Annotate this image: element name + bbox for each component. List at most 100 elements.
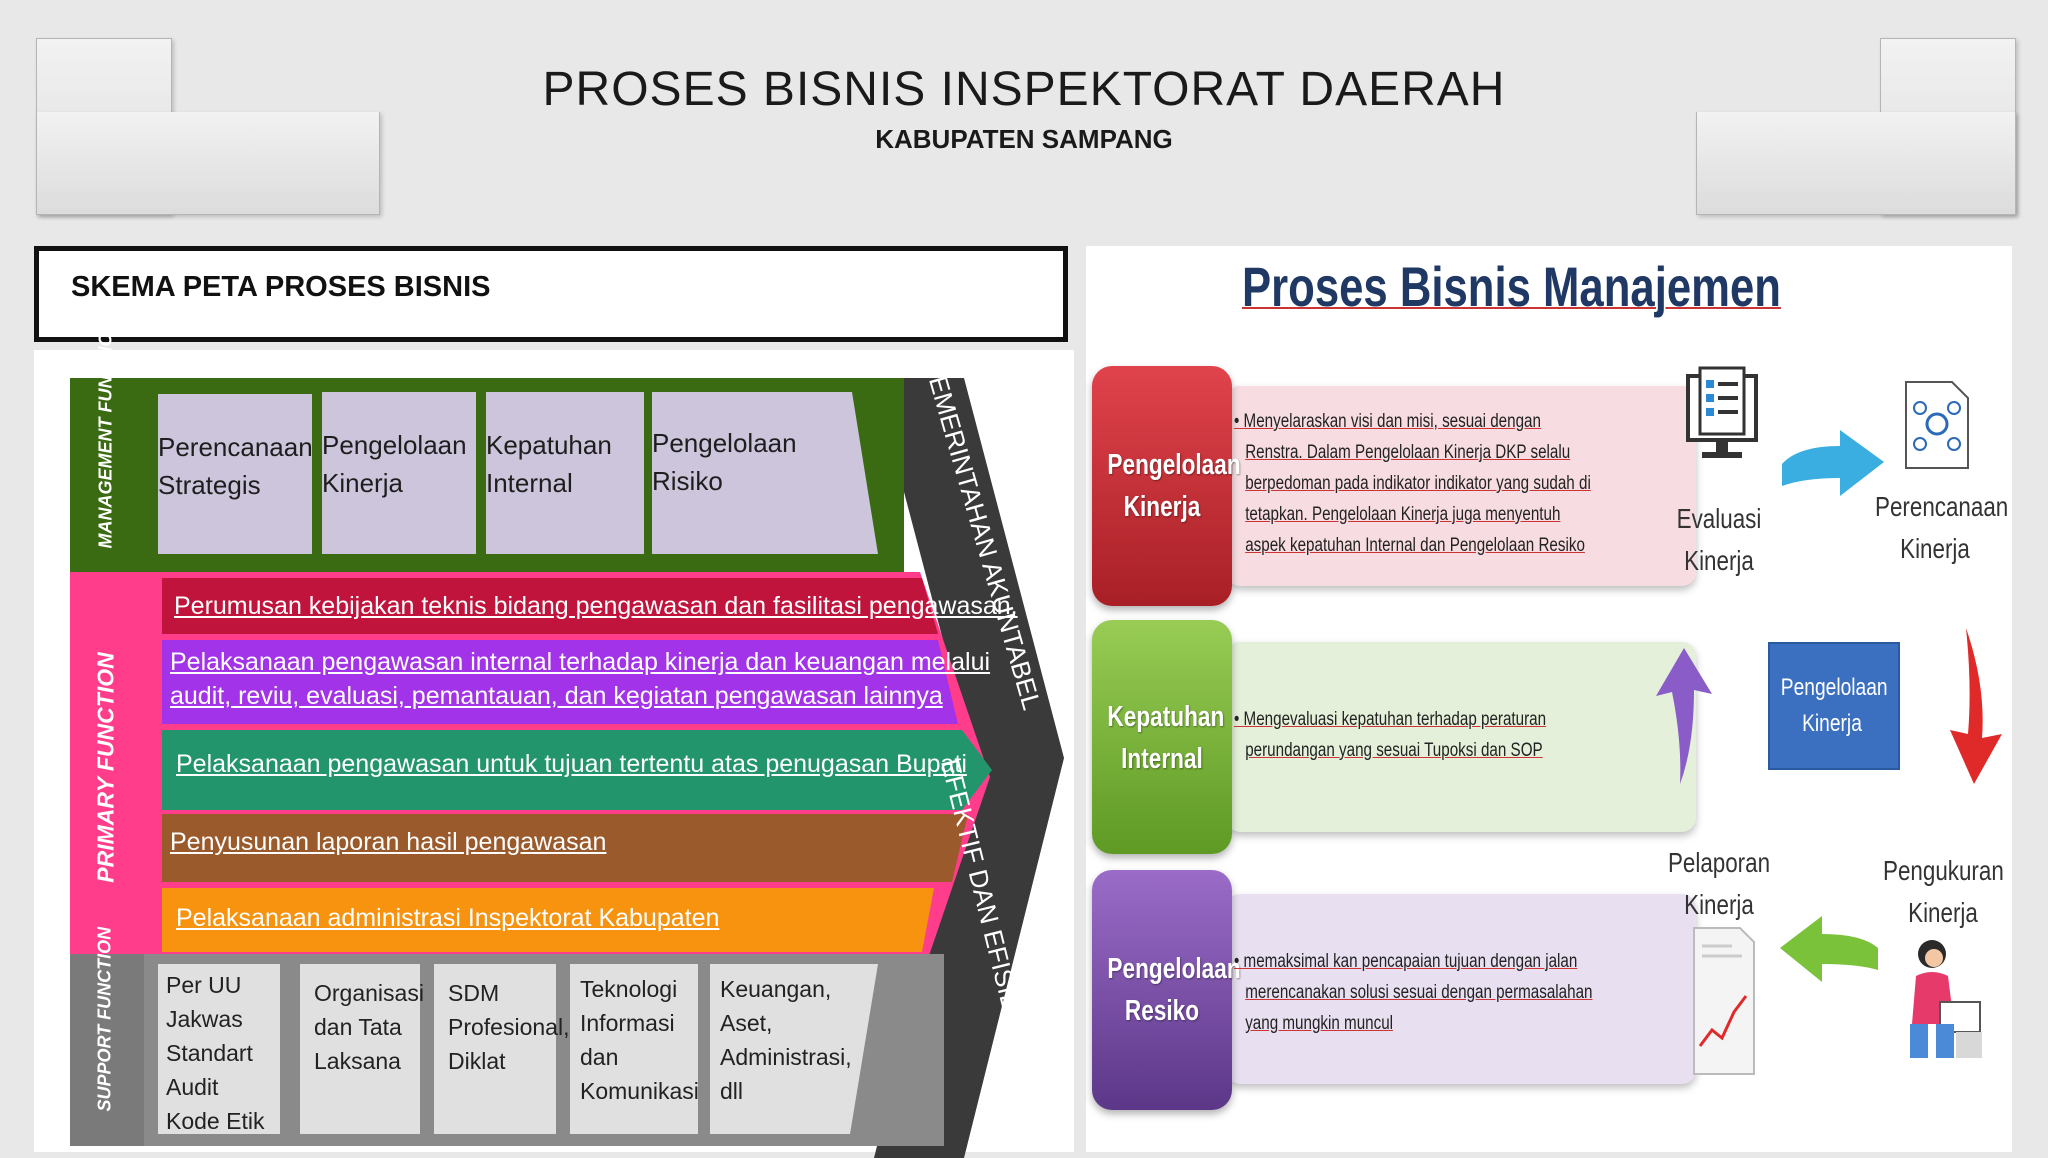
management-item-4-line2: Risiko	[652, 466, 723, 496]
support-card-5-line2: Aset,	[720, 1010, 773, 1036]
support-card-4-line3: dan	[580, 1044, 619, 1070]
primary-band-3	[162, 730, 992, 810]
perencanaan-kinerja-label: Perencanaan Kinerja	[1875, 486, 2009, 570]
arrow-left-icon	[1780, 916, 1878, 982]
support-card-2-line2: dan Tata	[314, 1014, 402, 1040]
row-2-label-line2: Internal	[1121, 743, 1203, 775]
row-1-text-line5: aspek kepatuhan Internal dan Pengelolaan…	[1245, 535, 1585, 556]
row-2-label-box	[1092, 620, 1232, 854]
row-2-text-line1: • Mengevaluasi kepatuhan terhadap peratu…	[1234, 709, 1547, 730]
support-card-5-line4: dll	[720, 1078, 744, 1104]
management-card-2	[322, 392, 476, 554]
row-2-text: • Mengevaluasi kepatuhan terhadap peratu…	[1234, 704, 1546, 766]
pengukuran-line1: Pengukuran	[1883, 855, 2004, 886]
support-card-3-line1: SDM	[448, 980, 500, 1006]
management-card-1	[158, 394, 312, 554]
row-3-text: • memaksimal kan pencapaian tujuan denga…	[1234, 946, 1593, 1039]
report-chart-icon	[1693, 927, 1755, 1075]
page-subtitle: KABUPATEN SAMPANG	[875, 124, 1173, 154]
row-3-text-line3: yang mungkin muncul	[1245, 1013, 1394, 1034]
pelaporan-line1: Pelaporan	[1667, 847, 1771, 878]
management-card-4	[652, 392, 878, 554]
support-card-3: SDM Profesional, Diklat	[434, 964, 570, 1134]
primary-item-2-line2: audit, reviu, evaluasi, pemantauan, dan …	[170, 682, 943, 710]
perencanaan-line2: Kinerja	[1900, 533, 1970, 564]
support-card-5-line1: Keuangan,	[720, 976, 832, 1002]
management-process-title: Proses Bisnis Manajemen	[1242, 255, 1781, 318]
primary-band-5	[162, 888, 934, 952]
pelaporan-kinerja-label: Pelaporan Kinerja	[1667, 842, 1771, 926]
row-1-text-line1: • Menyelaraskan visi dan misi, sesuai de…	[1234, 411, 1541, 432]
arrow-down-icon	[1950, 628, 2002, 784]
row-3-label: Pengelolaan Resiko	[1107, 948, 1241, 1032]
support-card-5-shape	[710, 964, 878, 1134]
center-box	[1768, 642, 1900, 770]
primary-item-4: Penyusunan laporan hasil pengawasan	[170, 828, 607, 856]
management-item-4-line1: Pengelolaan	[652, 428, 797, 458]
row-2-label-line1: Kepatuhan	[1107, 701, 1225, 733]
outcome-arrow	[874, 378, 1064, 1158]
row-3-label-box	[1092, 870, 1232, 1110]
decor-shape-left-lower	[36, 112, 380, 215]
management-item-1-line1: Perencanaan	[158, 432, 313, 462]
row-1-label: Pengelolaan Kinerja	[1107, 444, 1240, 528]
support-card-4-line2: Informasi	[580, 1010, 675, 1036]
skema-label-box: SKEMA PETA PROSES BISNIS	[34, 246, 1068, 342]
row-2-textbox	[1226, 642, 1696, 832]
support-card-1-line2: Jakwas	[166, 1006, 243, 1032]
support-card-1-line5: Kode Etik	[166, 1108, 265, 1134]
support-function-label: SUPPORT FUNCTION	[94, 926, 115, 1112]
row-3-label-line2: Resiko	[1124, 995, 1200, 1027]
page-title: PROSES BISNIS INSPEKTORAT DAERAH	[542, 63, 1506, 116]
support-card-3-line2: Profesional,	[448, 1014, 570, 1040]
support-card-2: Organisasi dan Tata Laksana	[300, 964, 424, 1134]
evaluasi-kinerja-label: Evaluasi Kinerja	[1667, 498, 1771, 582]
primary-item-2-line1: Pelaksanaan pengawasan internal terhadap…	[170, 648, 991, 676]
support-card-1: Per UU Jakwas Standart Audit Kode Etik	[158, 964, 280, 1134]
evaluasi-line2: Kinerja	[1684, 545, 1754, 576]
row-1-text-line4: tetapkan. Pengelolaan Kinerja juga menye…	[1245, 504, 1561, 525]
support-card-2-line1: Organisasi	[314, 980, 424, 1006]
row-1-label-line2: Kinerja	[1123, 491, 1201, 523]
row-3-text-line2: merencanakan solusi sesuai dengan permas…	[1245, 982, 1593, 1003]
management-item-2-line2: Kinerja	[322, 468, 403, 498]
perencanaan-line1: Perencanaan	[1875, 491, 2009, 522]
center-box-label: Pengelolaan Kinerja	[1780, 670, 1888, 742]
planning-document-icon	[1905, 381, 1969, 469]
primary-band-1	[162, 578, 938, 634]
management-item-3-line1: Kepatuhan	[486, 430, 612, 460]
primary-item-5: Pelaksanaan administrasi Inspektorat Kab…	[176, 904, 720, 932]
support-card-1-line1: Per UU	[166, 972, 242, 998]
support-card-3-line3: Diklat	[448, 1048, 506, 1074]
management-item-2-line1: Pengelolaan	[322, 430, 467, 460]
support-card-4-line1: Teknologi	[580, 976, 678, 1002]
pengukuran-kinerja-label: Pengukuran Kinerja	[1883, 850, 2004, 934]
row-2-label: Kepatuhan Internal	[1107, 696, 1225, 780]
skema-label: SKEMA PETA PROSES BISNIS	[71, 271, 491, 303]
primary-band-4	[162, 814, 968, 882]
support-card-4-line4: Komunikasi	[580, 1078, 699, 1104]
center-line2: Kinerja	[1802, 710, 1862, 737]
row-3-label-line1: Pengelolaan	[1107, 953, 1241, 985]
support-card-1-line4: Audit	[166, 1074, 219, 1100]
arrow-up-icon	[1656, 648, 1712, 784]
center-line1: Pengelolaan	[1780, 674, 1888, 701]
evaluation-monitor-icon	[1686, 366, 1758, 458]
decor-shape-right-lower	[1696, 112, 2016, 215]
support-card-5-line3: Administrasi,	[720, 1044, 852, 1070]
row-3-text-line1: • memaksimal kan pencapaian tujuan denga…	[1234, 951, 1578, 972]
row-3-textbox	[1226, 894, 1696, 1084]
management-item-3-line2: Internal	[486, 468, 573, 498]
row-1-text: • Menyelaraskan visi dan misi, sesuai de…	[1234, 406, 1591, 561]
management-card-3	[486, 392, 644, 554]
row-2-text-line2: perundangan yang sesuai Tupoksi dan SOP	[1245, 740, 1543, 761]
evaluasi-line1: Evaluasi	[1676, 503, 1762, 534]
support-card-5: Keuangan, Aset, Administrasi, dll	[720, 972, 852, 1108]
row-1-label-box	[1092, 366, 1232, 606]
management-process-panel: Proses Bisnis Manajemen Pengelolaan Kine…	[1086, 246, 2012, 1152]
pelaporan-line2: Kinerja	[1684, 889, 1754, 920]
